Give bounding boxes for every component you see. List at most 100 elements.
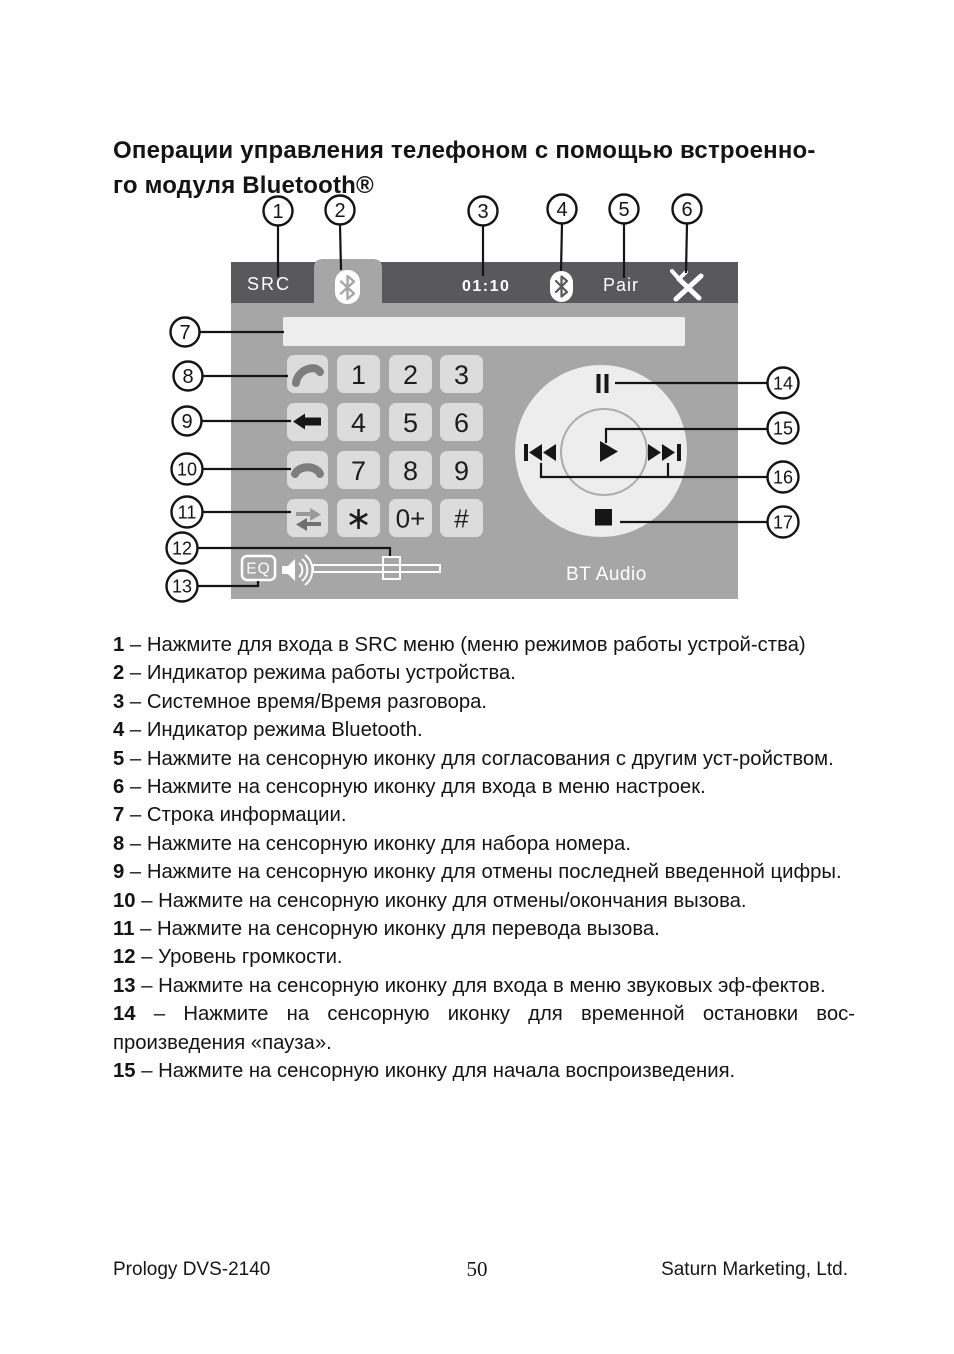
desc-text: – Нажмите на сенсорную иконку для отмены… [129, 861, 842, 884]
desc-text: – Нажмите на сенсорную иконку для начала… [141, 1060, 736, 1083]
speaker-body [282, 559, 295, 581]
desc-text: – Нажмите на сенсорную иконку для набора… [129, 832, 631, 855]
key-2-label: 2 [403, 360, 418, 390]
callout-12-num: 12 [172, 539, 192, 559]
settings-wrench-icon [670, 269, 704, 302]
title-line-2: го модуля Bluetooth® [113, 172, 374, 199]
desc-num: 2 [113, 662, 125, 685]
hangup-handset-icon [291, 463, 324, 478]
callout-2 [324, 194, 356, 226]
desc-text: – Нажмите на сенсорную иконку для времен… [113, 1003, 855, 1054]
desc-text: – Индикатор режима Bluetooth. [129, 719, 423, 742]
desc-text: – Нажмите на сенсорную иконку для соглас… [129, 747, 834, 770]
key-1 [337, 355, 380, 393]
desc-num: 12 [113, 946, 136, 969]
callout-lines [196, 223, 769, 588]
key-3 [440, 355, 483, 393]
key-0plus [389, 499, 432, 537]
key-8 [389, 451, 432, 489]
callout-11 [170, 495, 204, 529]
eq-volume-row: EQ [240, 554, 441, 586]
arrow-right [296, 508, 321, 521]
volume-handle [382, 556, 401, 580]
desc-item-1: 1 – Нажмите для входа в SRC меню (меню р… [113, 631, 855, 659]
callout-17-num: 17 [773, 513, 793, 533]
bluetooth-status-icon [550, 271, 573, 302]
eq-button [240, 554, 277, 582]
wheel-inner-ring [560, 408, 648, 496]
pause-icon [596, 374, 601, 393]
callout-13 [165, 569, 199, 603]
desc-num: 7 [113, 804, 125, 827]
callout-4 [546, 193, 578, 225]
src-button: SRC [247, 274, 291, 294]
callout-circles: 1 2 3 4 5 6 7 8 9 10 11 12 13 14 15 16 1… [165, 193, 800, 603]
desc-text: – Строка информации. [129, 804, 347, 827]
key-9 [440, 451, 483, 489]
pair-button: Pair [603, 275, 639, 295]
desc-num: 1 [113, 634, 125, 656]
playback-wheel [515, 365, 687, 537]
desc-item-7: 7 – Строка информации. [113, 801, 855, 829]
key-9-label: 9 [454, 456, 469, 486]
callout-line-2 [338, 224, 343, 271]
callout-1 [262, 195, 294, 227]
desc-num: 6 [113, 776, 125, 799]
page-number: 50 [466, 1257, 488, 1281]
call-buttons [287, 355, 328, 537]
callout-line-15 [604, 427, 769, 443]
key-7-label: 7 [351, 456, 366, 486]
callout-5-num: 5 [618, 199, 629, 221]
key-5-label: 5 [403, 408, 418, 438]
callout-5 [608, 193, 640, 225]
transfer-button [287, 499, 328, 537]
desc-item-8: 8 – Нажмите на сенсорную иконку для набо… [113, 830, 855, 858]
callout-line-6 [684, 223, 689, 274]
callout-7-num: 7 [179, 322, 190, 344]
desc-num: 4 [113, 719, 125, 742]
arrow-left [296, 518, 321, 531]
key-0plus-label: 0+ [396, 504, 426, 534]
key-3-label: 3 [454, 360, 469, 390]
callout-6-num: 6 [681, 199, 692, 221]
descriptions-list: 1 – Нажмите для входа в SRC меню (меню р… [113, 631, 855, 1086]
phone-handset-icon [292, 364, 324, 387]
speaker-wave-1 [298, 562, 304, 578]
key-4 [337, 403, 380, 441]
bt-audio-label: BT Audio [566, 564, 647, 585]
prev-triangle-1 [529, 444, 542, 461]
desc-item-15: 15 – Нажмите на сенсорную иконку для нач… [113, 1057, 855, 1085]
callout-line-16 [539, 463, 769, 479]
callout-line-13 [196, 581, 260, 588]
desc-num: 5 [113, 747, 125, 770]
desc-text: – Нажмите на сенсорную иконку для входа … [141, 974, 826, 997]
system-time: 01:10 [462, 278, 510, 295]
next-triangle-1 [648, 444, 661, 461]
next-bar [677, 444, 681, 461]
callout-13-num: 13 [172, 577, 192, 597]
desc-text: – Нажмите на сенсорную иконку для перево… [140, 918, 660, 941]
callout-11-num: 11 [178, 503, 197, 523]
key-star [337, 499, 380, 537]
key-8-label: 8 [403, 456, 418, 486]
key-4-label: 4 [351, 408, 366, 438]
desc-item-4: 4 – Индикатор режима Bluetooth. [113, 716, 855, 744]
callout-10-num: 10 [177, 460, 197, 480]
callout-7 [169, 316, 201, 348]
key-7 [337, 451, 380, 489]
desc-num: 15 [113, 1060, 136, 1083]
callout-9 [171, 405, 203, 437]
desc-text: – Уровень громкости. [141, 946, 343, 969]
callout-9-num: 9 [181, 411, 192, 433]
callout-8 [172, 360, 204, 392]
callout-10 [170, 452, 204, 486]
desc-num: 8 [113, 832, 125, 855]
callout-3-num: 3 [477, 201, 488, 223]
callout-14-num: 14 [773, 374, 793, 394]
prev-track-icon [524, 444, 528, 461]
key-hash-label: # [454, 504, 469, 534]
desc-text: – Индикатор режима работы устройства. [129, 662, 516, 685]
callout-14 [766, 366, 800, 400]
device-diagram: SRC 01:10 Pair [165, 193, 800, 603]
title-line-1: Операции управления телефоном с помощью … [113, 137, 816, 164]
